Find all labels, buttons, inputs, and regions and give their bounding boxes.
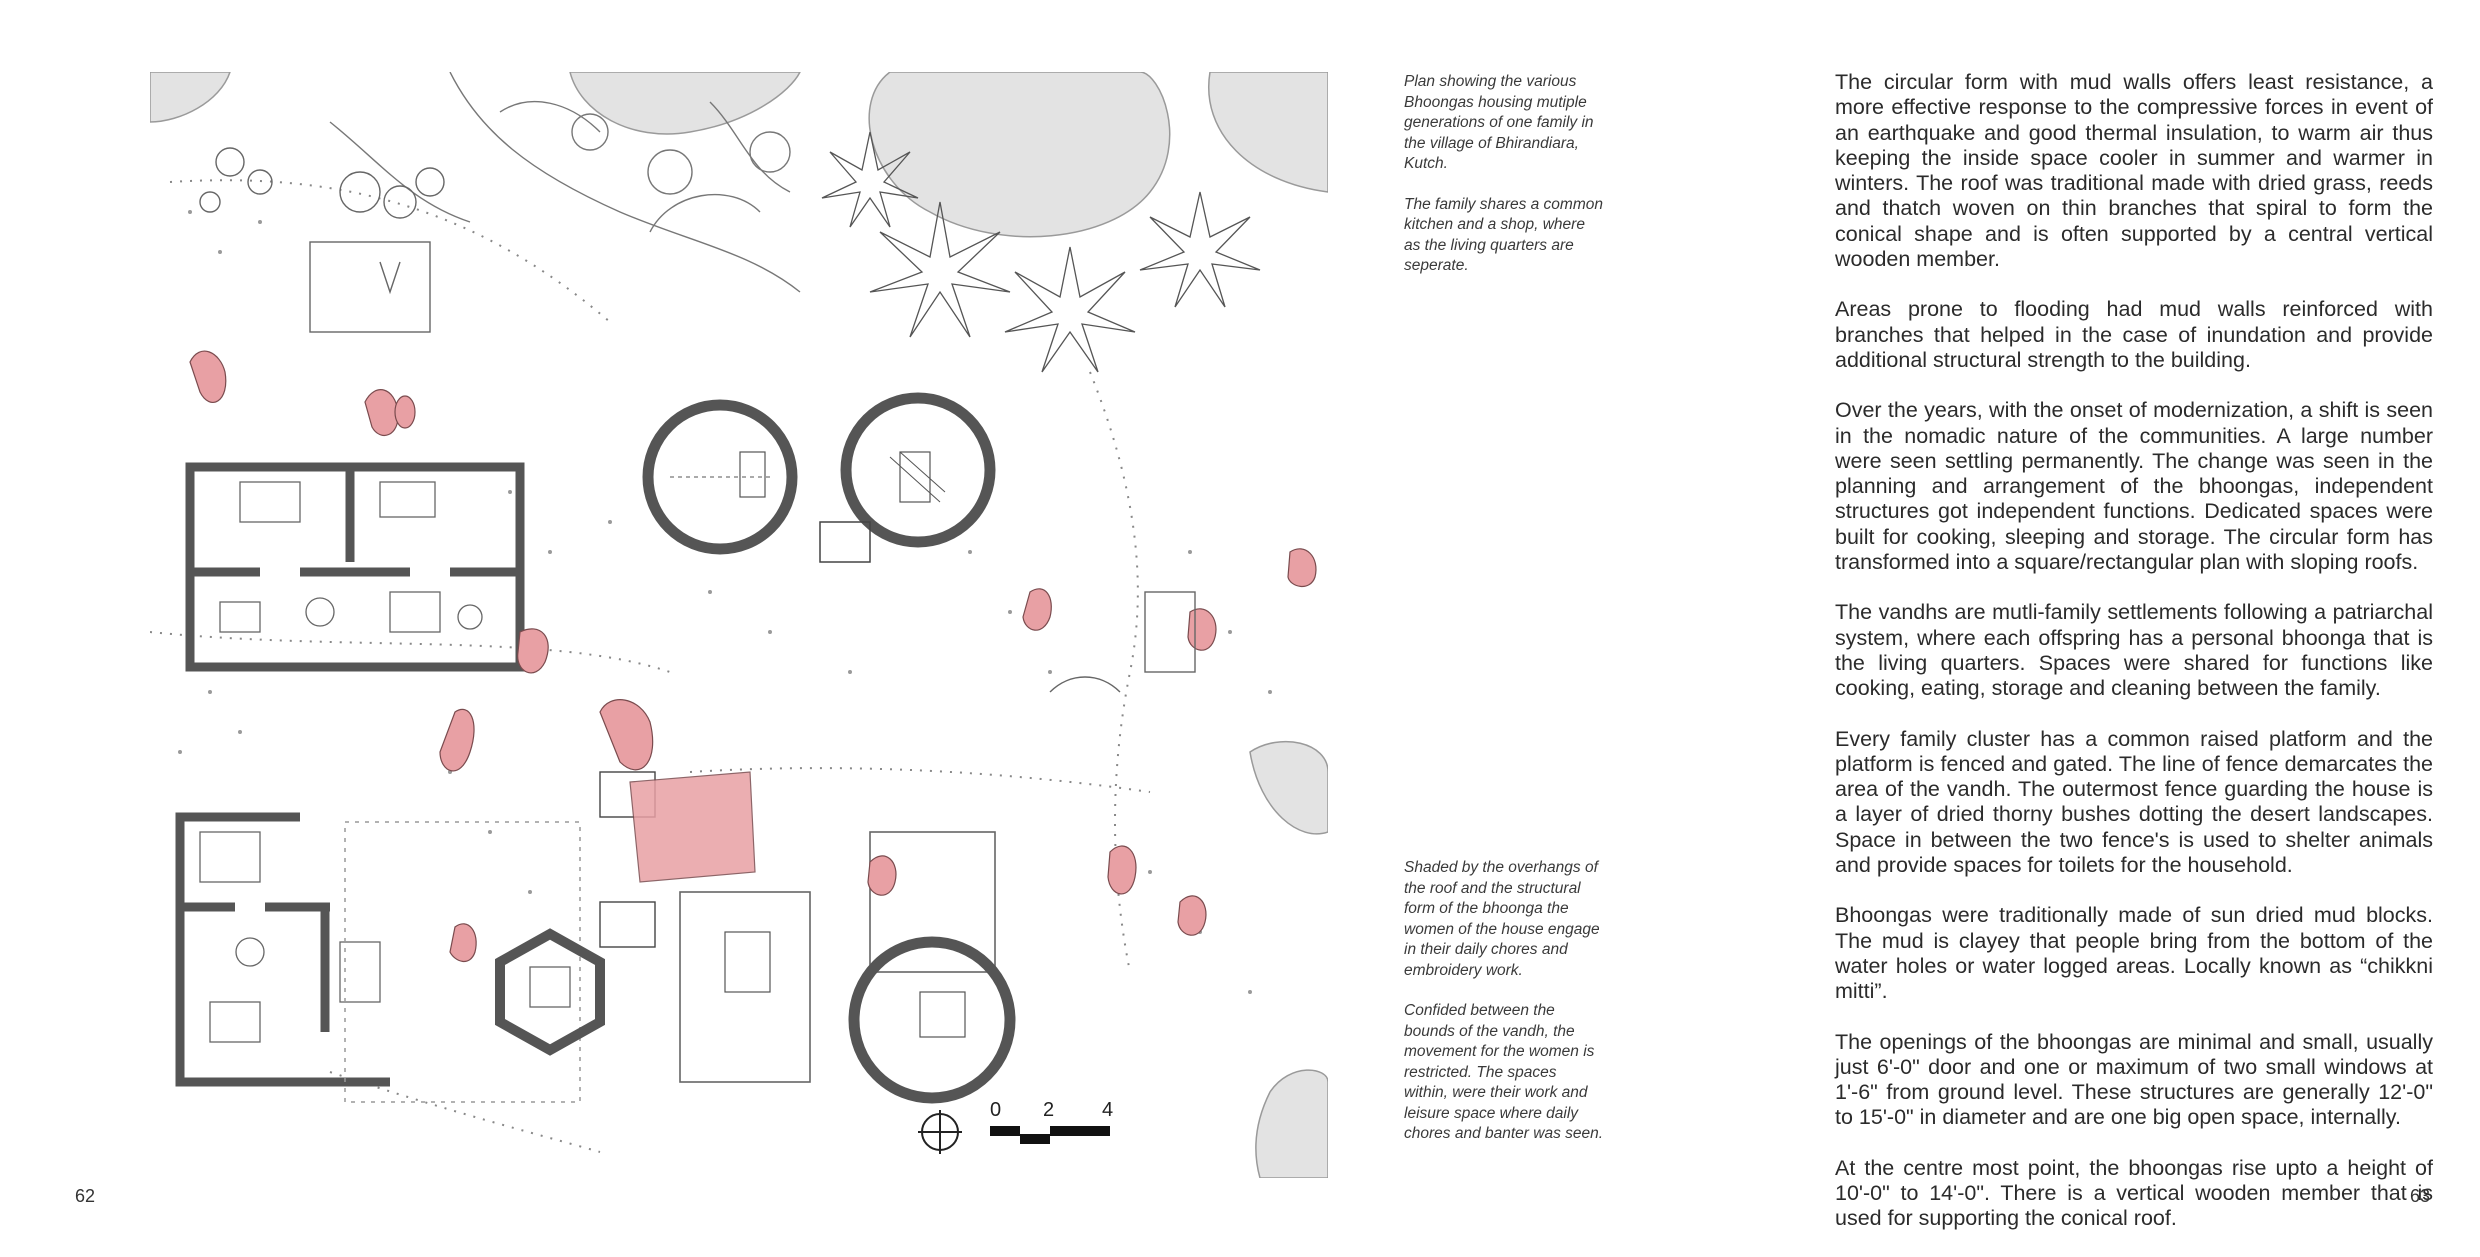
body-paragraph: At the centre most point, the bhoongas r… [1835, 1155, 2433, 1231]
shrubs [821, 131, 1261, 373]
body-paragraph: Areas prone to flooding had mud walls re… [1835, 297, 2433, 372]
human-figures [189, 350, 1317, 962]
tree-branches [329, 72, 801, 293]
hexagonal-bhoonga [495, 928, 605, 1056]
bottom-left-house [175, 812, 390, 1087]
body-paragraph: The circular form with mud walls offers … [1835, 70, 2433, 272]
upper-courtyard [199, 147, 445, 333]
body-paragraph: The vandhs are mutli-family settlements … [1835, 600, 2433, 701]
fence-lines [150, 179, 1151, 1153]
page-number-right: 63 [2410, 1186, 2431, 1206]
body-paragraph: Every family cluster has a common raised… [1835, 726, 2433, 878]
left-rectangular-house [185, 462, 525, 672]
body-text-column: The circular form with mud walls offers … [1835, 70, 2433, 1257]
caption-top: Plan showing the various Bhoongas housin… [1404, 72, 1604, 297]
bhoonga-circle-2 [840, 392, 996, 548]
bhoonga-circle-3 [848, 831, 1016, 1104]
caption-bottom: Shaded by the overhangs of the roof and … [1404, 858, 1604, 1165]
site-plan-drawing: 0 2 4 [150, 72, 1328, 1178]
caption-paragraph: Shaded by the overhangs of the roof and … [1404, 859, 1600, 979]
scale-bar: 0 2 4 [990, 1099, 1113, 1144]
scale-label-2: 2 [1043, 1099, 1054, 1121]
body-paragraph: Bhoongas were traditionally made of sun … [1835, 903, 2433, 1004]
north-symbol [918, 1110, 962, 1154]
tree-canopies [150, 72, 1328, 1178]
scale-label-4: 4 [1102, 1099, 1113, 1121]
caption-paragraph: Plan showing the various Bhoongas housin… [1404, 73, 1594, 172]
scale-label-0: 0 [990, 1099, 1001, 1121]
body-paragraph: Over the years, with the onset of modern… [1835, 398, 2433, 575]
body-paragraph: The openings of the bhoongas are minimal… [1835, 1029, 2433, 1130]
bhoonga-circle-1 [642, 399, 798, 555]
caption-paragraph: The family shares a common kitchen and a… [1404, 195, 1603, 275]
page-number-left: 62 [75, 1186, 96, 1206]
caption-paragraph: Confided between the bounds of the vandh… [1404, 1002, 1604, 1142]
